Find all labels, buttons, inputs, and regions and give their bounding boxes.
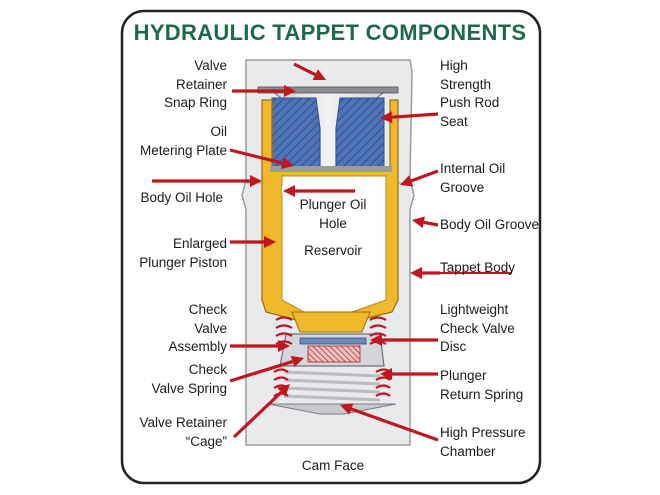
label-valve-retainer-snap-ring: Valve Retainer Snap Ring: [164, 57, 227, 113]
check-valve-disc: [300, 338, 366, 344]
label-tappet-body: Tappet Body: [440, 259, 515, 278]
label-internal-oil-groove: Internal Oil Groove: [440, 160, 505, 197]
push-rod-seat-left: [272, 98, 320, 168]
label-body-oil-groove: Body Oil Groove: [440, 216, 539, 235]
label-valve-retainer-cage: Valve Retainer “Cage”: [139, 414, 227, 451]
label-reservoir: Reservoir: [288, 242, 378, 261]
diagram-title: HYDRAULIC TAPPET COMPONENTS: [0, 20, 660, 46]
check-valve-spring: [308, 346, 360, 362]
label-body-oil-hole: Body Oil Hole: [140, 189, 223, 208]
label-plunger-oil-hole: Plunger Oil Hole: [288, 196, 378, 233]
label-high-pressure-chamber: High Pressure Chamber: [440, 424, 526, 461]
label-oil-metering-plate: Oil Metering Plate: [140, 123, 227, 160]
label-plunger-return-spring: Plunger Return Spring: [440, 367, 523, 404]
label-enlarged-plunger-piston: Enlarged Plunger Piston: [139, 235, 227, 272]
label-cam-face: Cam Face: [288, 457, 378, 476]
push-rod-seat-right: [336, 98, 384, 168]
label-check-valve-assembly: Check Valve Assembly: [168, 301, 227, 357]
label-lightweight-check-valve-disc: Lightweight Check Valve Disc: [440, 301, 515, 357]
label-check-valve-spring: Check Valve Spring: [151, 361, 227, 398]
label-high-strength-push-rod-seat: High Strength Push Rod Seat: [440, 57, 499, 131]
